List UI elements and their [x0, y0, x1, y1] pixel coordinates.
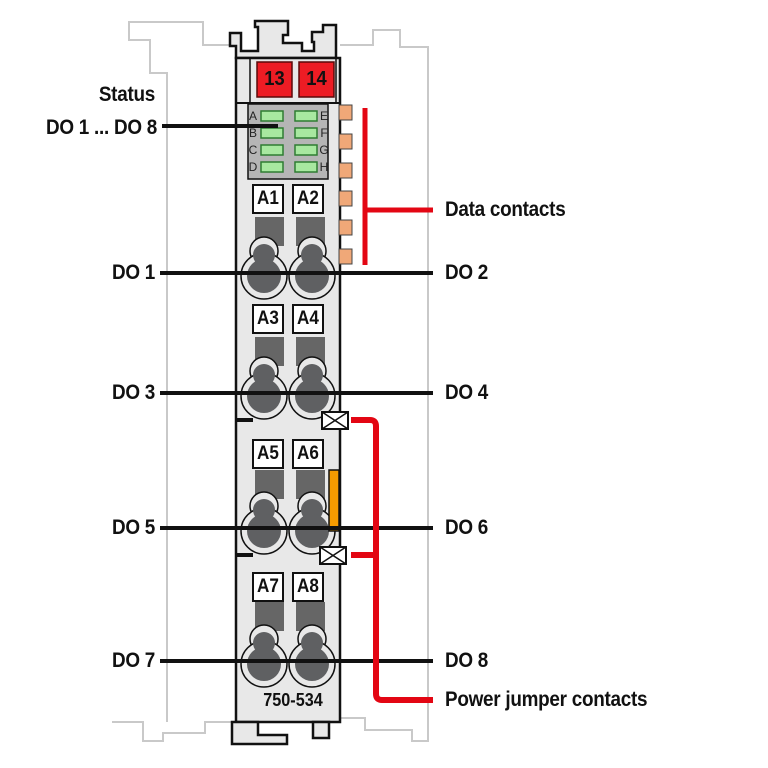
led-row-label-a: A: [248, 109, 257, 123]
led-row-label-g: G: [319, 143, 329, 157]
part-number-label: 750-534: [263, 690, 323, 710]
coding-key-14: [298, 61, 335, 98]
coding-key-14-label: 14: [306, 68, 327, 90]
terminal-label-a8: A8: [297, 576, 319, 597]
coding-key-strip: [237, 58, 339, 104]
terminal-label-a3: A3: [257, 308, 279, 329]
module-foot-right: [311, 720, 331, 740]
terminal-label-a5: A5: [257, 443, 279, 464]
status-range-label: DO 1 ... DO 8: [46, 116, 157, 139]
clamp-terminals: [240, 236, 336, 688]
red-callouts: [351, 108, 433, 703]
output-label-do3: DO 3: [111, 381, 155, 404]
terminal-label-boxes: [252, 184, 324, 602]
terminal-label-a2: A2: [297, 188, 319, 209]
data-contacts-pins: [338, 104, 353, 265]
terminal-label-a6: A6: [297, 443, 319, 464]
power-jumper-bracket: [351, 417, 433, 703]
led-row-label-f: F: [320, 126, 328, 140]
led-row-label-c: C: [248, 143, 258, 157]
output-label-do7: DO 7: [111, 649, 155, 672]
coding-key-13: [256, 61, 293, 98]
terminal-label-a1: A1: [257, 188, 279, 209]
adjacent-module-right-outline: [340, 29, 429, 742]
coding-key-13-label: 13: [264, 68, 285, 90]
status-led-panel: [247, 103, 329, 180]
led-row-label-e: E: [319, 109, 328, 123]
leader-lines: [160, 124, 433, 663]
power-jumper-bar: [328, 469, 340, 532]
jumper-marker-icon: [321, 411, 349, 430]
output-label-do2: DO 2: [445, 261, 489, 284]
terminal-label-a7: A7: [257, 576, 279, 597]
output-label-do4: DO 4: [445, 381, 489, 404]
led-row-label-d: D: [248, 160, 258, 174]
power-jumper-contacts-label: Power jumper contacts: [445, 688, 648, 711]
module-foot-left: [230, 720, 289, 746]
status-leds: [260, 110, 318, 173]
power-jumper-markers: [236, 411, 349, 565]
status-label: Status: [98, 83, 155, 106]
led-row-label-b: B: [248, 126, 257, 140]
terminal-rows: [240, 184, 336, 688]
output-label-do1: DO 1: [111, 261, 155, 284]
module-top-cap: [228, 19, 338, 60]
terminal-label-a4: A4: [297, 308, 319, 329]
adjacent-module-left-outline: [112, 21, 236, 742]
led-row-label-h: H: [319, 160, 329, 174]
output-label-do5: DO 5: [111, 516, 155, 539]
output-label-do6: DO 6: [445, 516, 489, 539]
output-label-do8: DO 8: [445, 649, 489, 672]
data-contacts-label: Data contacts: [445, 198, 566, 221]
jumper-marker-icon: [319, 546, 347, 565]
